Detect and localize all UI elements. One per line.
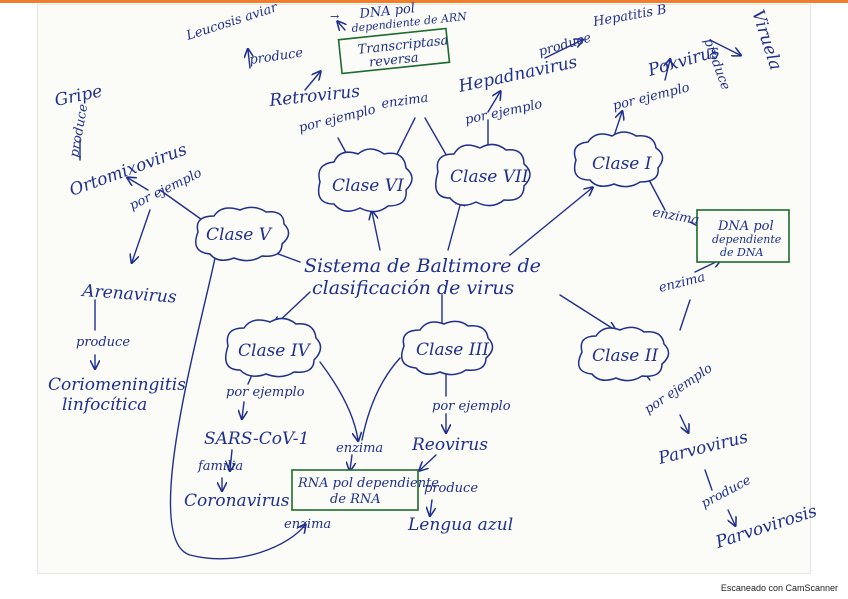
- i-enzima: enzima: [651, 205, 700, 228]
- class-vi-branch: por ejemplo enzima Retrovirus produce Le…: [184, 0, 468, 136]
- class-iii-branch: por ejemplo Reovirus produce Lengua azul: [407, 399, 513, 535]
- i-disease: Viruela: [747, 7, 785, 72]
- v-disease-2b: linfocítica: [62, 395, 147, 415]
- iv-enzima: enzima: [336, 441, 383, 456]
- vi-arrow: →: [330, 10, 339, 23]
- vi-por-ejemplo: por ejemplo: [297, 102, 377, 136]
- scanner-top-bar: [0, 0, 848, 3]
- clase-v-label: Clase V: [206, 225, 273, 245]
- iv-enzima-bottom: enzima: [284, 517, 331, 532]
- i-por-ejemplo: por ejemplo: [611, 80, 691, 114]
- node-clase-iv: Clase IV: [225, 317, 322, 378]
- class-ii-branch: por ejemplo Parvovirus produce Parvoviro…: [642, 361, 820, 553]
- node-clase-v: Clase V: [195, 206, 290, 262]
- iii-disease: Lengua azul: [407, 515, 513, 535]
- clase-iv-label: Clase IV: [238, 341, 311, 361]
- iv-por-ejemplo: por ejemplo: [226, 385, 305, 400]
- scanned-paper: [38, 5, 810, 573]
- vi-enzima: enzima: [380, 91, 429, 112]
- box-line-2: reversa: [368, 51, 419, 71]
- box-line-3: de DNA: [720, 246, 763, 259]
- vi-produce: produce: [248, 46, 304, 68]
- iv-family: Coronavirus: [184, 491, 290, 511]
- clase-vi-label: Clase VI: [332, 176, 404, 196]
- vi-disease: Leucosis aviar: [184, 0, 280, 44]
- iv-example: SARS-CoV-1: [204, 429, 309, 449]
- ii-disease: Parvovirosis: [712, 501, 819, 553]
- box-transcriptasa-reversa: Transcriptasa reversa: [337, 27, 451, 75]
- clase-i-label: Clase I: [592, 154, 652, 174]
- ii-produce: produce: [699, 473, 754, 512]
- iii-produce: produce: [424, 481, 478, 496]
- ii-enzima: enzima: [657, 270, 706, 296]
- ii-example: Parvovirus: [655, 427, 750, 469]
- class-v-branch: por ejemplo Ortomixovirus produce Gripe …: [48, 81, 205, 415]
- box-dna-pol-dna: DNA pol dependiente de DNA: [696, 209, 790, 263]
- box-line-1: DNA pol: [717, 219, 774, 234]
- box-line-2: dependiente: [712, 233, 782, 246]
- vi-example: Retrovirus: [267, 82, 361, 112]
- iv-familia: familia: [197, 459, 243, 474]
- v-produce-1: produce: [67, 103, 91, 159]
- center-line-2: clasificación de virus: [312, 277, 515, 299]
- node-clase-vii: Clase VII: [435, 143, 531, 207]
- scanner-watermark: Escaneado con CamScanner: [720, 583, 838, 593]
- clase-iii-label: Clase III: [416, 340, 489, 360]
- iii-example: Reovirus: [411, 435, 488, 455]
- center-title: Sistema de Baltimore de clasificación de…: [304, 255, 541, 299]
- class-iv-branch: por ejemplo SARS-CoV-1 familia Coronavir…: [184, 385, 383, 532]
- box-line-2: de RNA: [330, 492, 381, 507]
- box-rna-pol-rna: RNA pol dependiente de RNA: [291, 469, 439, 511]
- v-disease-2a: Coriomeningitis: [48, 375, 186, 395]
- vii-por-ejemplo: por ejemplo: [464, 97, 544, 128]
- clase-ii-label: Clase II: [592, 346, 658, 366]
- clase-vii-label: Clase VII: [450, 167, 529, 187]
- iii-por-ejemplo: por ejemplo: [432, 399, 511, 414]
- node-clase-ii: Clase II: [577, 326, 670, 382]
- node-clase-i: Clase I: [573, 131, 664, 188]
- node-clase-vi: Clase VI: [317, 148, 413, 213]
- vii-disease: Hepatitis B: [591, 2, 668, 30]
- v-produce-2: produce: [76, 335, 130, 350]
- box-line-1: RNA pol dependiente: [297, 476, 439, 491]
- vi-note-1: DNA pol: [358, 1, 416, 22]
- class-vii-branch: por ejemplo Hepadnavirus produce Hepatit…: [456, 2, 668, 128]
- center-line-1: Sistema de Baltimore de: [304, 255, 541, 277]
- node-clase-iii: Clase III: [401, 320, 494, 376]
- vii-example: Hepadnavirus: [456, 52, 579, 97]
